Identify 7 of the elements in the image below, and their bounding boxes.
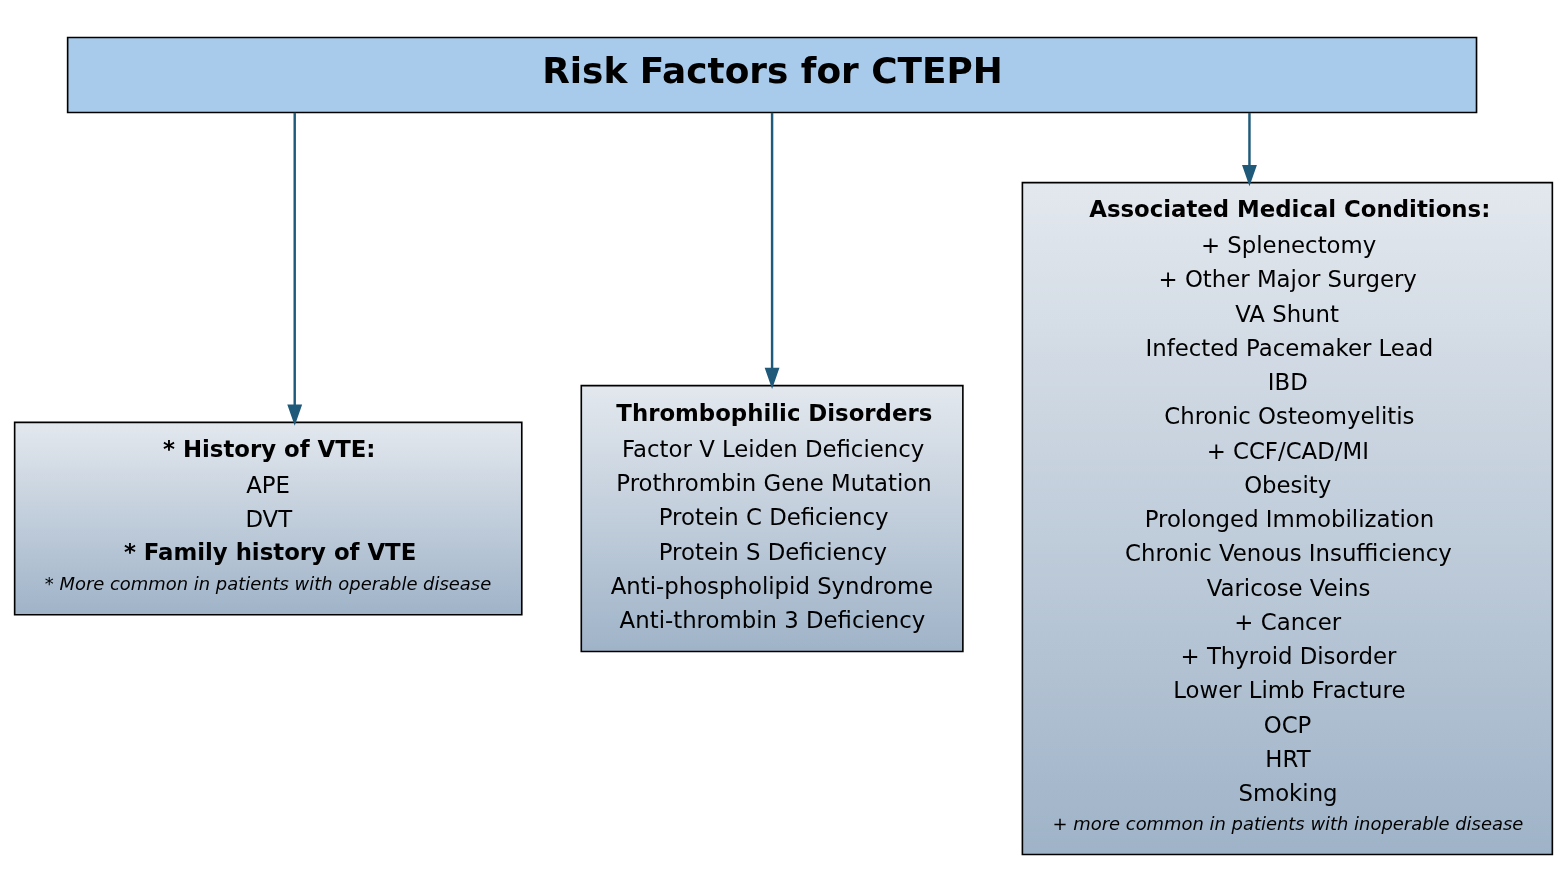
node-box: Thrombophilic Disorders Factor V Leiden Deficiency Prothrombin Gene Mutation Protein C Deficiency Protein S Deficiency Anti-phospholipid Syndrome Anti-thrombin 3 Deficiency [580, 384, 964, 653]
arrow [764, 112, 780, 389]
arrow [1242, 112, 1257, 187]
node-box: * History of VTE: APE DVT * Family history of VTE * More common in patients with operable disease [13, 421, 523, 616]
arrow [287, 112, 303, 426]
node-box: Risk Factors for CTEPH [66, 36, 1478, 114]
node-box: Associated Medical Conditions: + Splenectomy + Other Major Surgery VA Shunt Infected Pacemaker Lead IBD Chronic Osteomyelitis + CCF/CAD/MI Obesity Prolonged Immobilization Chronic Venous Insufficiency Varicose Veins + Cancer + Thyroid Disorder Lower Limb Fracture OCP HRT Smoking + more common in patients with inoperable disease [1021, 181, 1554, 856]
